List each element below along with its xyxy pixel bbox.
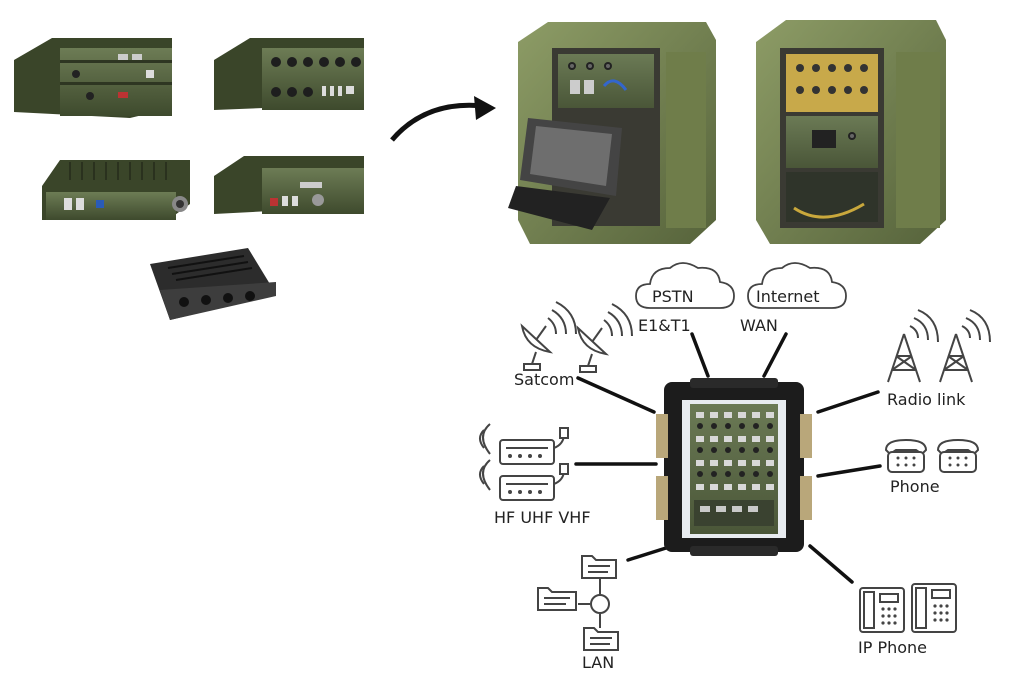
rugged-case-icon <box>508 22 716 244</box>
radio-link-label: Radio link <box>887 390 966 409</box>
folder-icon <box>537 587 577 611</box>
wan-label: WAN <box>740 316 778 335</box>
e1t1-label: E1&T1 <box>638 316 691 335</box>
telephone-icon <box>936 438 980 473</box>
central-hub-icon <box>656 378 812 556</box>
phone-label: Phone <box>890 477 940 496</box>
lan-topology-icon <box>578 576 610 628</box>
radio-tower-icon <box>887 309 939 383</box>
lan-label: LAN <box>582 653 615 672</box>
ip-phone-icon <box>911 583 957 633</box>
hf-uhf-vhf-label: HF UHF VHF <box>494 508 591 527</box>
satellite-dish-icon <box>576 303 633 373</box>
cloud-icon <box>747 262 847 309</box>
rugged-case-icon <box>756 20 946 244</box>
folder-icon <box>583 627 619 651</box>
pstn-label: PSTN <box>652 287 694 306</box>
arrowhead-icon <box>474 96 496 120</box>
radio-tower-icon <box>939 309 991 383</box>
hardware-module-icon <box>214 38 364 110</box>
radio-handset-icon <box>479 459 569 501</box>
telephone-icon <box>884 438 928 473</box>
hardware-module-icon <box>214 156 364 214</box>
folder-icon <box>581 555 617 579</box>
internet-label: Internet <box>756 287 820 306</box>
ip-phone-label: IP Phone <box>858 638 928 657</box>
radio-handset-icon <box>479 423 569 465</box>
arrow-icon <box>390 102 485 142</box>
cloud-icon <box>635 262 735 309</box>
satcom-label: Satcom <box>514 370 575 389</box>
satellite-dish-icon <box>520 301 577 371</box>
hardware-module-icon <box>14 38 172 118</box>
connection-lines <box>574 332 882 584</box>
hardware-module-icon <box>150 248 276 320</box>
ip-phone-icon <box>859 587 905 633</box>
hardware-module-icon <box>42 160 190 220</box>
